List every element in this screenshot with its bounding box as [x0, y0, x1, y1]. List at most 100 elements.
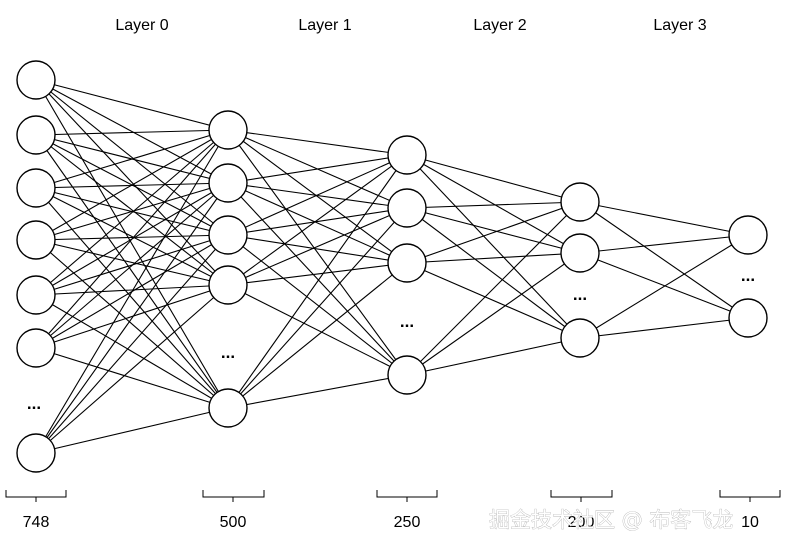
connection-l2-0-1: [406, 154, 581, 254]
connection-l2-0-0: [406, 154, 581, 203]
connection-l0-2-4: [35, 187, 229, 409]
connection-l3-0-1: [579, 201, 749, 319]
connection-l1-2-2: [227, 234, 408, 264]
connection-l1-2-1: [227, 207, 408, 236]
connection-l0-3-1: [35, 182, 229, 241]
connection-l2-3-0: [406, 201, 581, 376]
connection-l0-4-4: [35, 294, 229, 409]
connection-l2-2-1: [406, 252, 581, 264]
connection-l2-3-2: [406, 337, 581, 376]
connection-l2-1-0: [406, 201, 581, 209]
connection-l1-3-2: [227, 262, 408, 286]
connection-l1-4-2: [227, 262, 408, 409]
connection-l0-5-0: [35, 129, 229, 349]
connection-l1-1-0: [227, 154, 408, 184]
neuron-layer2-1: [387, 188, 427, 228]
connection-l1-0-0: [227, 129, 408, 156]
neuron-layer3-0: [560, 182, 600, 222]
connection-l0-5-4: [35, 347, 229, 409]
connection-l1-4-3: [227, 374, 408, 409]
connection-l0-3-3: [35, 239, 229, 286]
connection-l1-1-3: [227, 182, 408, 376]
neuron-layer1-3: [208, 265, 248, 305]
connection-l0-0-2: [35, 79, 229, 236]
connection-l0-3-0: [35, 129, 229, 241]
connection-l0-4-3: [35, 284, 229, 296]
layer-title-0: Layer 0: [115, 17, 168, 34]
neuron-layer3-1: [560, 233, 600, 273]
watermark: 掘金技术社区 @ 布客飞龙: [489, 508, 733, 532]
neuron-layer0-1: [16, 115, 56, 155]
count-input-layer: 748: [23, 514, 50, 531]
connection-l0-2-0: [35, 129, 229, 189]
connection-l1-3-0: [227, 154, 408, 286]
connection-l0-5-1: [35, 182, 229, 349]
connection-l0-2-3: [35, 187, 229, 286]
neuron-layer1-1: [208, 163, 248, 203]
connection-l3-2-0: [579, 234, 749, 339]
neurons: [16, 60, 768, 473]
neuron-layer0-5: [16, 328, 56, 368]
connection-l0-1-0: [35, 129, 229, 136]
connections: [35, 79, 749, 454]
neuron-layer0-2: [16, 168, 56, 208]
connection-l1-4-0: [227, 154, 408, 409]
connection-l3-1-1: [579, 252, 749, 319]
ellipsis-layer-2: ...: [573, 285, 587, 304]
neuron-layer0-3: [16, 220, 56, 260]
connection-l0-4-0: [35, 129, 229, 296]
neuron-layer0-6: [16, 433, 56, 473]
connection-l2-2-0: [406, 201, 581, 264]
connection-l1-0-3: [227, 129, 408, 376]
connection-l0-3-2: [35, 234, 229, 241]
neuron-layer2-3: [387, 355, 427, 395]
connection-l0-1-3: [35, 134, 229, 286]
connection-l1-3-1: [227, 207, 408, 286]
connection-l2-1-1: [406, 207, 581, 254]
connection-l1-1-2: [227, 182, 408, 264]
neuron-layer4-1: [728, 298, 768, 338]
connection-l3-0-0: [579, 201, 749, 236]
connection-l1-2-3: [227, 234, 408, 376]
connection-l3-1-0: [579, 234, 749, 254]
layer-title-2: Layer 2: [473, 17, 526, 34]
connection-l0-0-1: [35, 79, 229, 184]
connection-l2-1-2: [406, 207, 581, 339]
connection-l1-4-1: [227, 207, 408, 409]
connection-l0-6-0: [35, 129, 229, 454]
connection-l0-6-1: [35, 182, 229, 454]
connection-l0-6-4: [35, 407, 229, 454]
connection-l0-6-3: [35, 284, 229, 454]
brace-layer-2: [550, 490, 613, 502]
connection-l0-0-0: [35, 79, 229, 131]
brace-layer-3: [719, 490, 781, 502]
neuron-layer2-2: [387, 243, 427, 283]
neuron-layer3-2: [560, 318, 600, 358]
neuron-layer4-0: [728, 215, 768, 255]
count-layer-1: 250: [394, 514, 421, 531]
connection-l0-0-3: [35, 79, 229, 286]
neuron-layer2-0: [387, 135, 427, 175]
layer-title-1: Layer 1: [298, 17, 351, 34]
brace-layer-1: [376, 490, 438, 502]
count-layer-0: 500: [220, 514, 247, 531]
connection-l0-5-3: [35, 284, 229, 349]
annotations: Layer 0 Layer 1 Layer 2 Layer 3 ... ... …: [5, 17, 781, 532]
neuron-layer1-2: [208, 215, 248, 255]
ellipsis-layer-1: ...: [400, 312, 414, 331]
brace-input-layer: [5, 490, 67, 502]
brace-layer-0: [202, 490, 265, 502]
connection-l3-2-1: [579, 317, 749, 339]
neuron-layer1-0: [208, 110, 248, 150]
connection-l1-2-0: [227, 154, 408, 236]
layer-title-3: Layer 3: [653, 17, 706, 34]
connection-l0-1-4: [35, 134, 229, 409]
count-layer-2: 200: [568, 514, 595, 531]
connection-l0-6-2: [35, 234, 229, 454]
count-layer-3: 10: [741, 514, 759, 531]
connection-l2-2-2: [406, 262, 581, 339]
neuron-layer0-4: [16, 275, 56, 315]
ellipsis-layer-0: ...: [221, 343, 235, 362]
ellipsis-layer-3: ...: [741, 266, 755, 285]
